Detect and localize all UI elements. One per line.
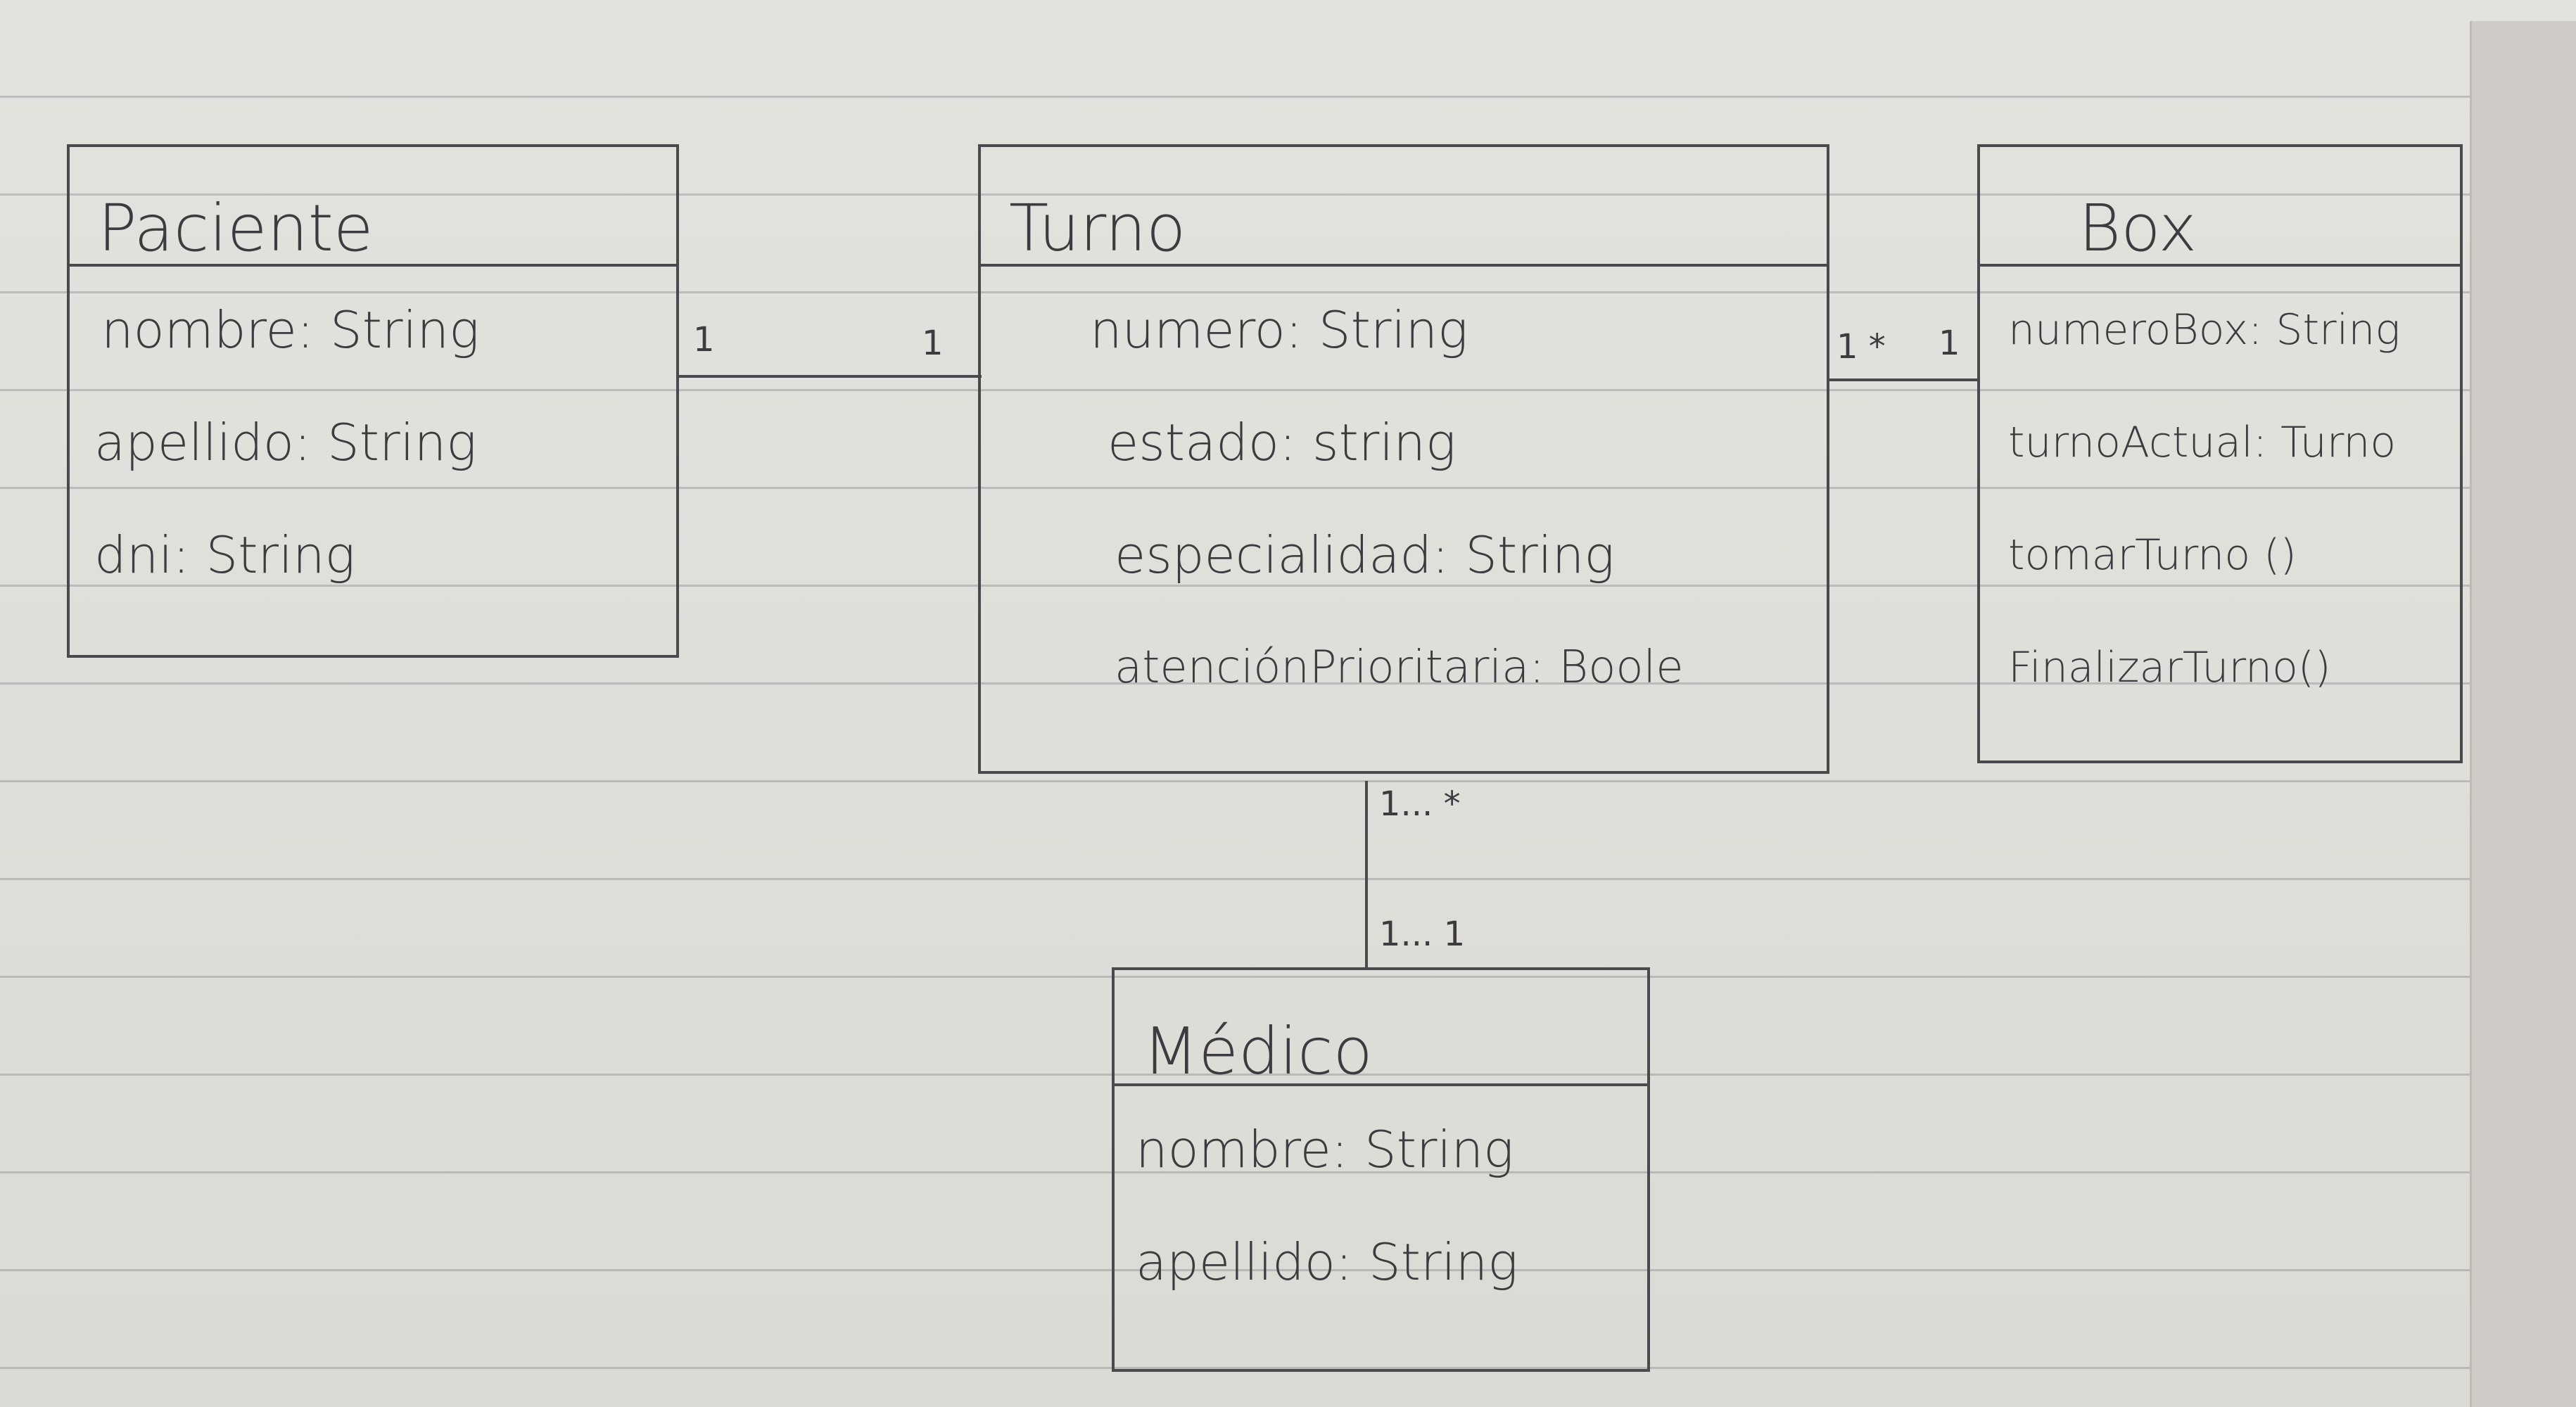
attribute: especialidad: String [1115, 526, 1615, 585]
attribute-list: nombre: String apellido: String [1115, 1086, 1647, 1318]
attribute-list: nombre: String apellido: String dni: Str… [70, 267, 676, 611]
class-box: Box numeroBox: String turnoActual: Turno… [1977, 144, 2463, 763]
attribute: tomarTurno () [2008, 530, 2297, 580]
attribute: numeroBox: String [2008, 305, 2401, 355]
attribute-list: numeroBox: String turnoActual: Turno tom… [1980, 267, 2460, 724]
multiplicity-paciente-side: 1 [693, 320, 715, 359]
attribute: FinalizarTurno() [2008, 643, 2331, 692]
attribute-list: numero: String estado: string especialid… [981, 267, 1827, 724]
attribute: turnoActual: Turno [2008, 418, 2397, 467]
multiplicity-turno-medico-to: 1... 1 [1379, 915, 1466, 954]
attribute: apellido: String [94, 413, 477, 472]
attribute: nombre: String [101, 300, 480, 359]
class-name: Paciente [70, 147, 676, 267]
attribute: dni: String [94, 526, 355, 585]
attribute: nombre: String [1136, 1120, 1514, 1179]
page-edge [2470, 21, 2576, 1407]
multiplicity-turno-box-to: 1 [1939, 324, 1960, 363]
attribute: atenciónPrioritaria: Boole [1115, 642, 1684, 694]
attribute: estado: string [1108, 413, 1457, 472]
class-turno: Turno numero: String estado: string espe… [978, 144, 1829, 774]
attribute: apellido: String [1136, 1233, 1518, 1292]
class-name: Box [1980, 147, 2460, 267]
class-name: Médico [1115, 970, 1647, 1086]
multiplicity-turno-box-from: 1 * [1836, 327, 1886, 367]
attribute: numero: String [1090, 300, 1468, 359]
multiplicity-turno-side: 1 [922, 324, 944, 363]
class-name: Turno [981, 147, 1827, 267]
class-medico: Médico nombre: String apellido: String [1112, 967, 1650, 1372]
class-paciente: Paciente nombre: String apellido: String… [67, 144, 679, 658]
multiplicity-turno-medico-from: 1... * [1379, 784, 1461, 824]
